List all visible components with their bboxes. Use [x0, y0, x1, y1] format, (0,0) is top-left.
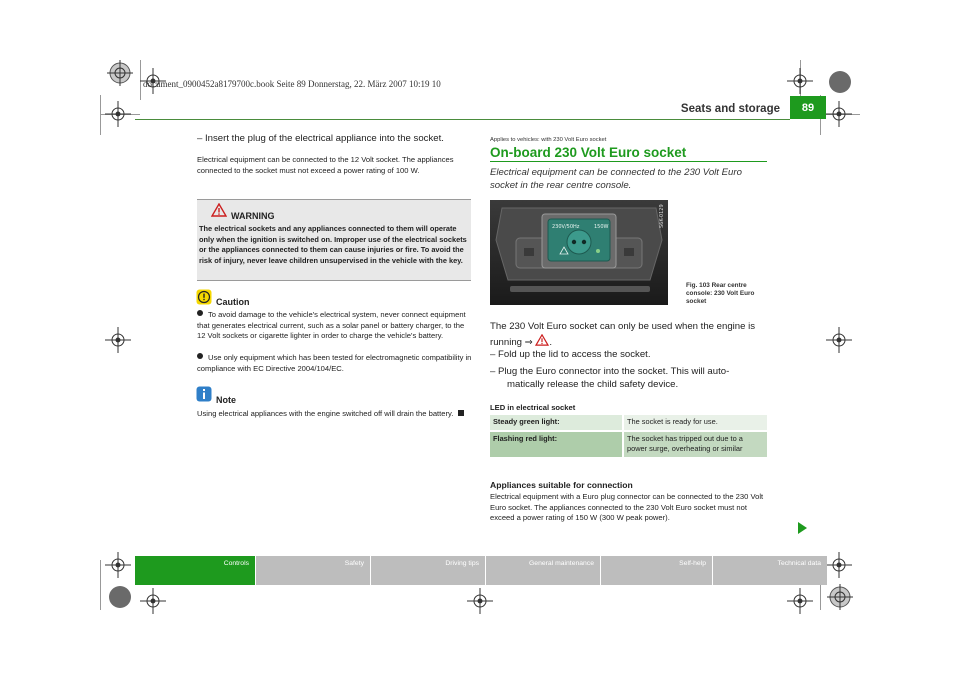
- caution-item-text: Use only equipment which has been tested…: [197, 353, 472, 373]
- step-insert-plug: – Insert the plug of the electrical appl…: [197, 133, 444, 144]
- title-rule: [490, 161, 767, 162]
- step-plug-connector: – Plug the Euro connector into the socke…: [490, 366, 730, 377]
- appliances-text: Electrical equipment with a Euro plug co…: [490, 492, 764, 523]
- registration-mark: [826, 101, 852, 127]
- caution-item: To avoid damage to the vehicle's electri…: [197, 310, 473, 342]
- caution-title: Caution: [216, 297, 250, 307]
- appliances-heading: Appliances suitable for connection: [490, 480, 633, 490]
- step-plug-connector-cont: matically release the child safety devic…: [507, 379, 679, 390]
- caution-item: Use only equipment which has been tested…: [197, 353, 473, 374]
- registration-mark: [787, 588, 813, 614]
- led-state: Steady green light:: [490, 415, 623, 431]
- note-text: Using electrical appliances with the eng…: [197, 409, 473, 420]
- registration-mark: [140, 68, 166, 94]
- step-fold-lid: – Fold up the lid to access the socket.: [490, 349, 651, 360]
- registration-mark: [826, 552, 852, 578]
- bullet-icon: [197, 310, 203, 316]
- registration-mark: [787, 68, 813, 94]
- warning-box: [197, 199, 471, 281]
- tab-controls[interactable]: Controls: [135, 556, 255, 585]
- crop-mark: [820, 560, 821, 610]
- registration-mark: [109, 586, 131, 608]
- end-square-icon: [458, 410, 465, 416]
- table-row: Flashing red light: The socket has tripp…: [490, 429, 767, 457]
- table-row: Steady green light: The socket is ready …: [490, 415, 767, 431]
- tab-driving-tips[interactable]: Driving tips: [370, 556, 485, 585]
- socket-voltage-label: 230V/50Hz: [552, 224, 580, 230]
- led-meaning: The socket is ready for use.: [622, 415, 767, 431]
- registration-mark: [827, 584, 853, 610]
- intro-paragraph: Electrical equipment can be connected to…: [197, 155, 454, 175]
- led-heading: LED in electrical socket: [490, 403, 576, 412]
- registration-mark: [829, 71, 851, 93]
- crop-mark: [100, 95, 101, 135]
- tab-safety[interactable]: Safety: [255, 556, 370, 585]
- body-text-content: The 230 Volt Euro socket can only be use…: [490, 321, 756, 348]
- figure-code: S6K-0129: [659, 204, 665, 228]
- bullet-icon: [197, 353, 203, 359]
- registration-mark: [140, 588, 166, 614]
- note-text-content: Using electrical appliances with the eng…: [197, 409, 454, 418]
- rear-console-figure: 230V/50Hz 150W S6K-0129: [490, 200, 668, 305]
- warning-triangle-icon: [211, 203, 227, 217]
- note-icon: [196, 386, 212, 402]
- tab-general-maintenance[interactable]: General maintenance: [485, 556, 600, 585]
- print-header: document_0900452a8179700c.book Seite 89 …: [143, 79, 441, 89]
- section-heading: On-board 230 Volt Euro socket: [490, 145, 687, 160]
- tab-self-help[interactable]: Self-help: [600, 556, 712, 585]
- crop-mark: [140, 60, 141, 100]
- warning-text: The electrical sockets and any appliance…: [199, 224, 467, 265]
- figure-caption: Fig. 103 Rear centre console: 230 Volt E…: [686, 282, 755, 305]
- chapter-nav: Controls Safety Driving tips General mai…: [135, 556, 827, 585]
- section-title: Seats and storage: [680, 103, 780, 115]
- led-table: Steady green light: The socket is ready …: [490, 415, 767, 457]
- page-number: 89: [790, 96, 826, 119]
- registration-mark: [105, 327, 131, 353]
- warning-triangle-icon: [535, 333, 550, 346]
- header-rule: [135, 119, 790, 120]
- crop-mark: [100, 560, 101, 610]
- applies-to: Applies to vehicles: with 230 Volt Euro …: [490, 137, 607, 143]
- lead-text: Electrical equipment can be connected to…: [490, 167, 742, 191]
- socket-watt-label: 150W: [594, 224, 609, 230]
- caution-item-text: To avoid damage to the vehicle's electri…: [197, 310, 466, 341]
- body-text: The 230 Volt Euro socket can only be use…: [490, 321, 756, 348]
- registration-mark: [826, 327, 852, 353]
- registration-mark: [105, 101, 131, 127]
- note-title: Note: [216, 395, 236, 405]
- registration-mark: [105, 552, 131, 578]
- tab-technical-data[interactable]: Technical data: [712, 556, 827, 585]
- next-page-arrow-icon[interactable]: [798, 522, 807, 534]
- warning-title: WARNING: [231, 211, 275, 221]
- registration-mark: [467, 588, 493, 614]
- registration-mark: [107, 60, 133, 86]
- led-meaning: The socket has tripped out due to a powe…: [622, 429, 767, 457]
- led-state: Flashing red light:: [490, 429, 623, 457]
- caution-icon: [196, 289, 212, 305]
